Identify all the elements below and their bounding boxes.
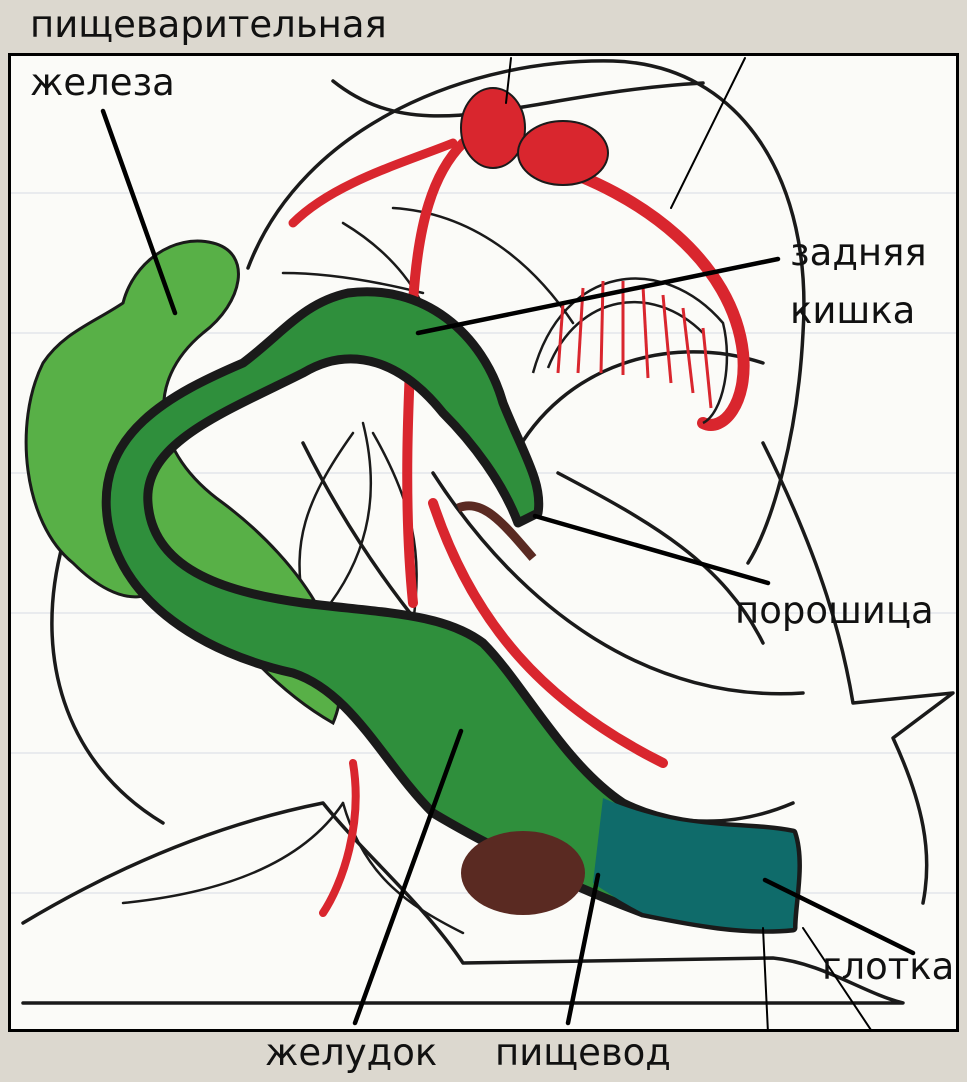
diagram-frame bbox=[8, 53, 959, 1032]
label-pharynx: глотка bbox=[822, 946, 954, 989]
label-esophagus: пищевод bbox=[495, 1032, 671, 1075]
label-hindgut-line2: кишка bbox=[790, 290, 915, 333]
mollusk-digestive-system-drawing bbox=[11, 56, 959, 1032]
label-digestive-gland-line2: железа bbox=[30, 62, 175, 105]
leader-bottom-1 bbox=[763, 928, 768, 1032]
label-anus: порошица bbox=[735, 590, 934, 633]
label-digestive-gland-line1: пищеварительная bbox=[30, 4, 387, 47]
leader-top-2 bbox=[671, 58, 745, 208]
label-hindgut-line1: задняя bbox=[790, 232, 927, 275]
label-stomach: желудок bbox=[265, 1032, 437, 1075]
